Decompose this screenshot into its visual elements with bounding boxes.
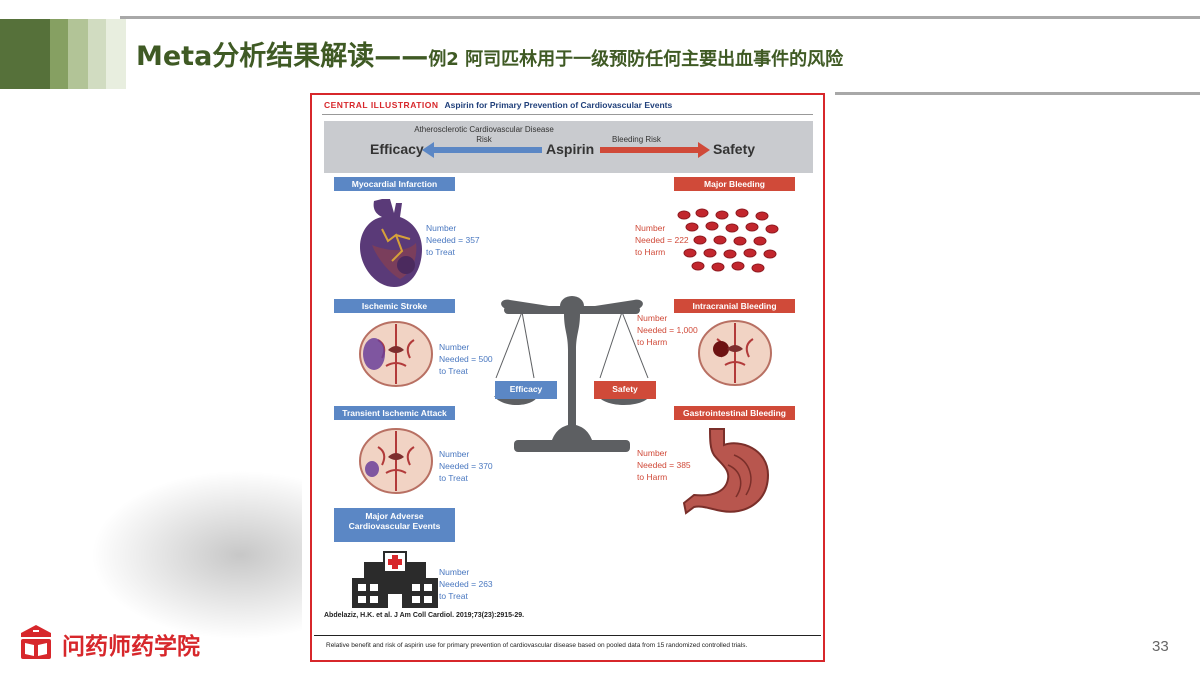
nnt-line-2: Needed = 500 bbox=[439, 354, 493, 364]
bleeding-risk-label: Bleeding Risk bbox=[612, 135, 661, 144]
nnh-gi-bleeding: Number Needed = 385 to Harm bbox=[637, 447, 691, 483]
nnt-mace: Number Needed = 263 to Treat bbox=[439, 566, 493, 602]
figure-header-label: CENTRAL ILLUSTRATION bbox=[324, 100, 439, 110]
page-number: 33 bbox=[1152, 638, 1169, 655]
nnt-line-1: Number bbox=[439, 567, 470, 577]
efficacy-word: Efficacy bbox=[370, 141, 424, 157]
label-intracranial-bleeding: Intracranial Bleeding bbox=[674, 299, 795, 313]
nnh-line-1: Number bbox=[635, 223, 666, 233]
nnh-major-bleeding: Number Needed = 222 to Harm bbox=[635, 222, 689, 258]
nnt-tia: Number Needed = 370 to Treat bbox=[439, 448, 493, 484]
nnt-ischemic-stroke: Number Needed = 500 to Treat bbox=[439, 341, 493, 377]
hospital-icon bbox=[352, 551, 438, 608]
academy-logo-icon bbox=[21, 625, 51, 659]
title-underline bbox=[835, 92, 1200, 95]
title-sub: 例2 阿司匹林用于一级预防任何主要出血事件的风险 bbox=[428, 49, 844, 70]
blood-cells-icon bbox=[677, 208, 779, 273]
nnt-line-1: Number bbox=[439, 449, 470, 459]
nnt-line-3: to Treat bbox=[439, 473, 468, 483]
label-myocardial-infarction: Myocardial Infarction bbox=[334, 177, 455, 191]
nnh-line-2: Needed = 385 bbox=[637, 460, 691, 470]
decor-band-5 bbox=[106, 19, 126, 89]
nnt-line-3: to Treat bbox=[439, 591, 468, 601]
nnh-line-2: Needed = 222 bbox=[635, 235, 689, 245]
aspirin-word: Aspirin bbox=[546, 141, 595, 157]
nnt-line-3: to Treat bbox=[439, 366, 468, 376]
brain-bleed-icon bbox=[698, 320, 772, 386]
scale-efficacy-pan: Efficacy bbox=[495, 381, 557, 399]
nnt-line-1: Number bbox=[439, 342, 470, 352]
efficacy-safety-bar bbox=[324, 121, 813, 173]
decor-band-1 bbox=[0, 19, 50, 89]
academy-logo-text: 问药师药学院 bbox=[62, 634, 200, 660]
nnh-line-3: to Harm bbox=[637, 337, 668, 347]
slide-title: Meta分析结果解读——例2 阿司匹林用于一级预防任何主要出血事件的风险 bbox=[136, 34, 843, 73]
title-main: Meta分析结果解读—— bbox=[136, 41, 429, 72]
nnh-line-1: Number bbox=[637, 448, 668, 458]
efficacy-arrow-shaft bbox=[430, 147, 542, 153]
label-transient-ischemic-attack: Transient Ischemic Attack bbox=[334, 406, 455, 420]
figure-footer-divider bbox=[314, 635, 821, 636]
nnh-line-3: to Harm bbox=[635, 247, 666, 257]
safety-arrow-icon bbox=[698, 142, 710, 158]
decor-band-3 bbox=[68, 19, 88, 89]
central-illustration: CENTRAL ILLUSTRATION Aspirin for Primary … bbox=[310, 93, 825, 662]
nnt-line-2: Needed = 357 bbox=[426, 235, 480, 245]
label-gastrointestinal-bleeding: Gastrointestinal Bleeding bbox=[674, 406, 795, 420]
figure-caption: Relative benefit and risk of aspirin use… bbox=[326, 642, 748, 649]
nnt-myocardial-infarction: Number Needed = 357 to Treat bbox=[426, 222, 480, 258]
nnh-line-1: Number bbox=[637, 313, 668, 323]
label-major-bleeding: Major Bleeding bbox=[674, 177, 795, 191]
balance-scale-icon bbox=[494, 296, 650, 452]
nnt-line-2: Needed = 370 bbox=[439, 461, 493, 471]
label-ischemic-stroke: Ischemic Stroke bbox=[334, 299, 455, 313]
brain-tia-icon bbox=[359, 428, 433, 494]
figure-citation: Abdelaziz, H.K. et al. J Am Coll Cardiol… bbox=[324, 612, 525, 619]
scale-safety-pan: Safety bbox=[594, 381, 656, 399]
ascvd-risk-label: Atherosclerotic Cardiovascular Disease R… bbox=[414, 125, 554, 144]
nnh-intracranial-bleeding: Number Needed = 1,000 to Harm bbox=[637, 312, 698, 348]
nnt-line-1: Number bbox=[426, 223, 457, 233]
safety-word: Safety bbox=[713, 141, 756, 157]
heart-icon bbox=[360, 199, 422, 287]
safety-arrow-shaft bbox=[600, 147, 700, 153]
top-rule bbox=[120, 16, 1200, 19]
label-mace: Major Adverse Cardiovascular Events bbox=[334, 508, 455, 542]
efficacy-arrow-icon bbox=[422, 142, 434, 158]
stomach-icon bbox=[682, 428, 770, 515]
figure-header-title: Aspirin for Primary Prevention of Cardio… bbox=[444, 100, 673, 110]
figure-header: CENTRAL ILLUSTRATION Aspirin for Primary … bbox=[324, 100, 672, 110]
figure-header-divider bbox=[322, 114, 813, 115]
decor-band-2 bbox=[50, 19, 68, 89]
nnt-line-3: to Treat bbox=[426, 247, 455, 257]
nnh-line-2: Needed = 1,000 bbox=[637, 325, 698, 335]
decor-band-4 bbox=[88, 19, 106, 89]
nnh-line-3: to Harm bbox=[637, 472, 668, 482]
nnt-line-2: Needed = 263 bbox=[439, 579, 493, 589]
brain-stroke-icon bbox=[359, 321, 433, 387]
